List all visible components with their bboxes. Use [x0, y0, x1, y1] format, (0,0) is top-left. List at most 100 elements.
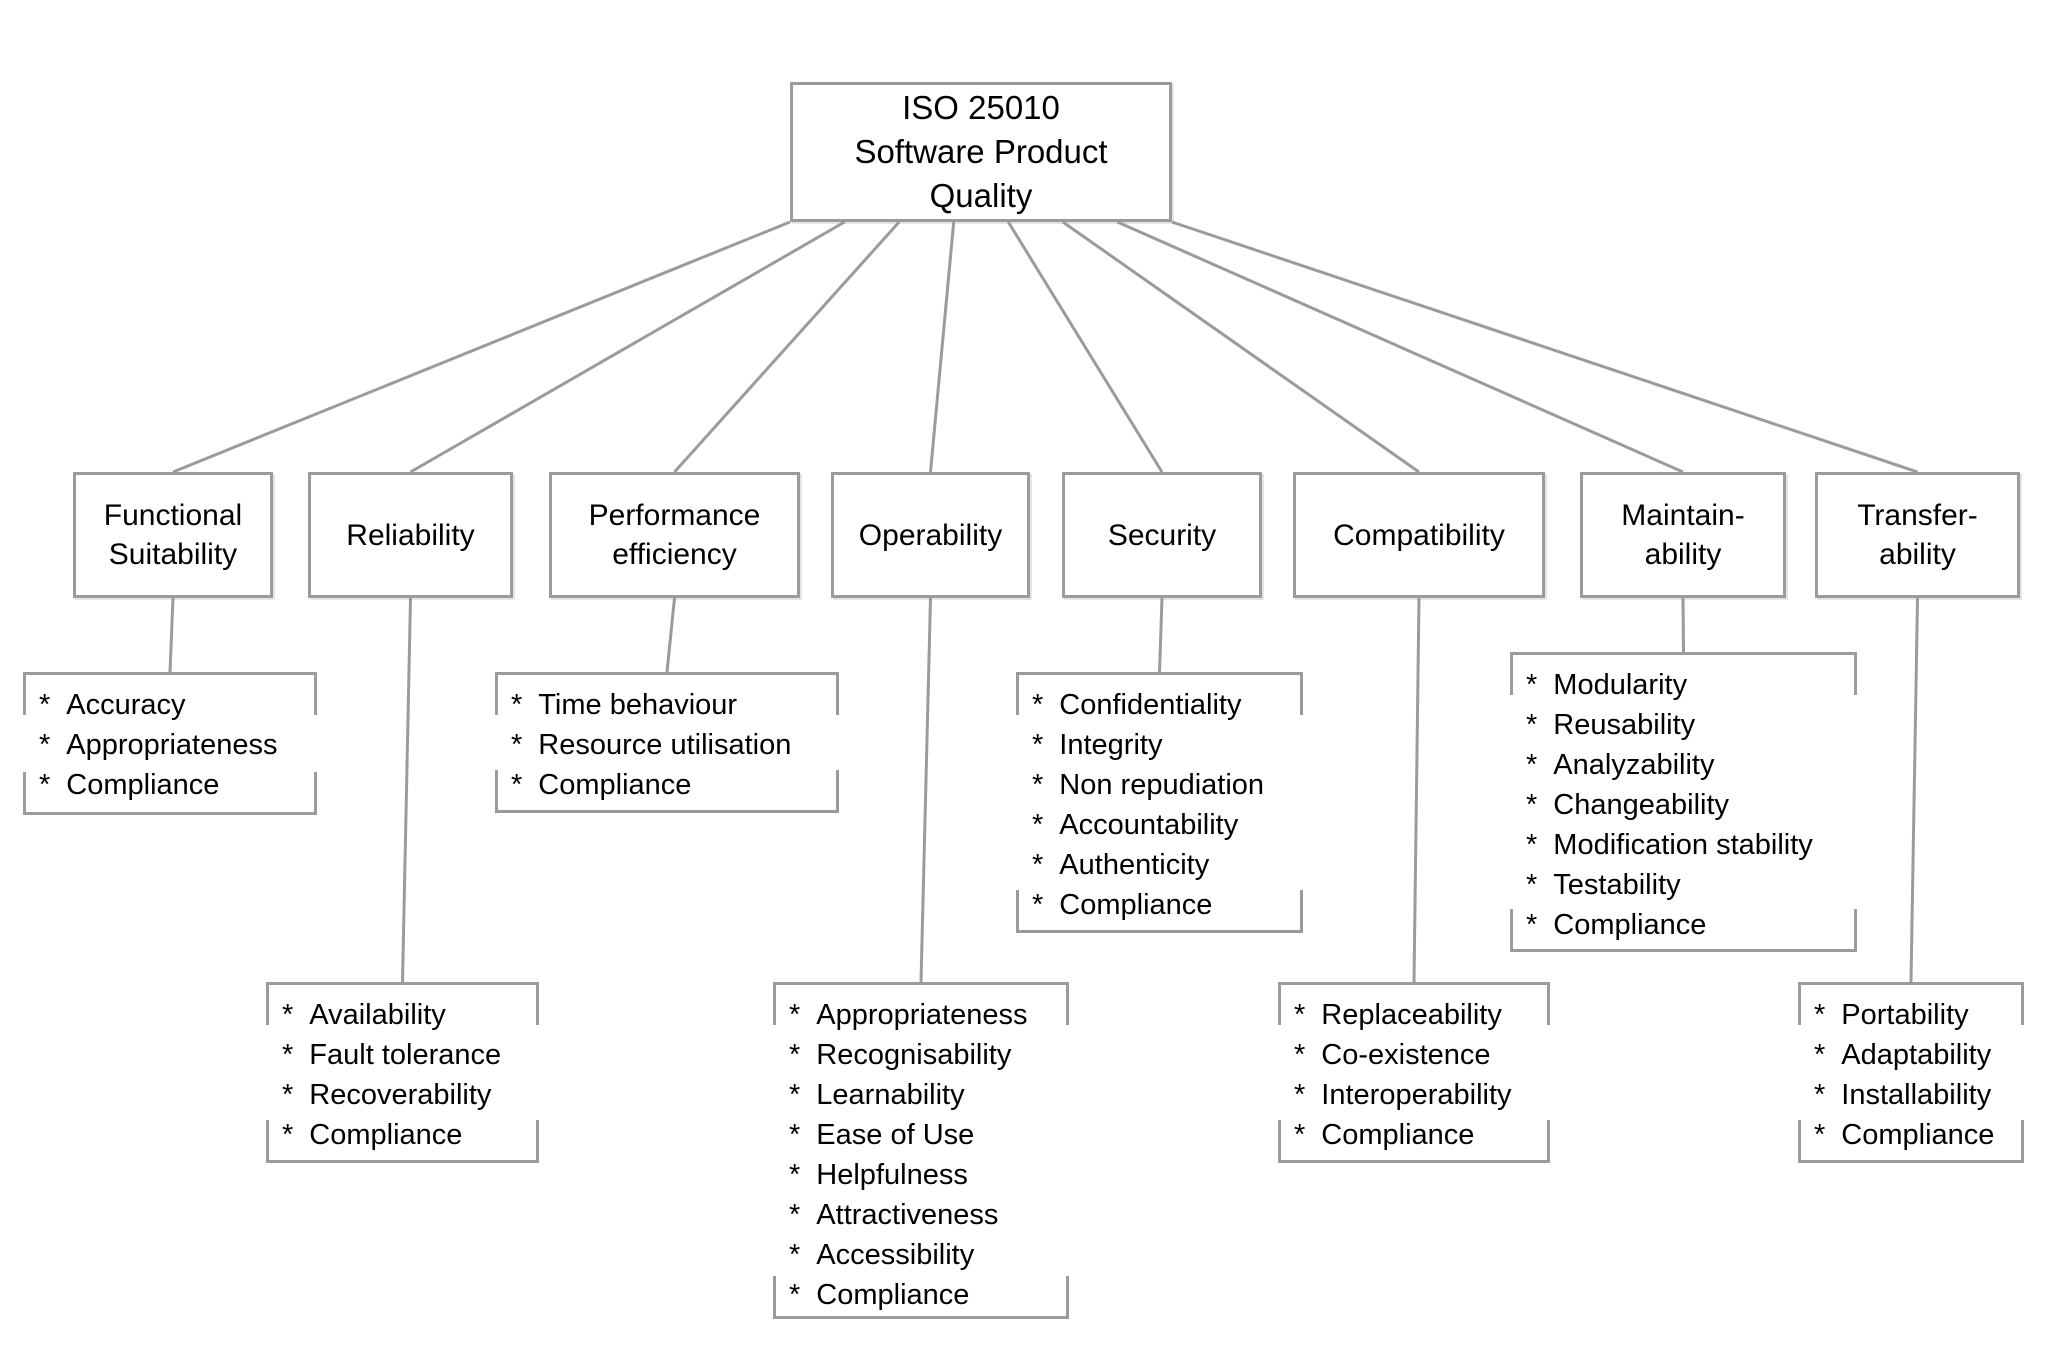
list-item-label: Compliance: [816, 1279, 970, 1311]
bullet-asterisk: *: [511, 729, 523, 761]
category-label: Reliability: [346, 518, 475, 552]
bullet-asterisk: *: [282, 999, 294, 1031]
list-item: *Compliance: [1032, 885, 1299, 925]
list-item: *Compliance: [511, 765, 835, 805]
bullet-asterisk: *: [789, 1239, 801, 1271]
list-item: * Compliance: [1526, 905, 1853, 945]
list-item-label: Compliance: [1553, 909, 1707, 941]
category-box-functional-suitability: Functional Suitability: [73, 472, 273, 598]
category-box-operability: Operability: [831, 472, 1030, 598]
list-item: * Time behaviour: [511, 685, 835, 725]
list-item-label: Co-existence: [1321, 1039, 1491, 1071]
bullet-asterisk: *: [511, 689, 523, 721]
subcharacteristics-list-reliability: *Availability*Fault tolerance*Recoverabi…: [266, 982, 539, 1163]
bullet-asterisk: *: [1814, 1119, 1826, 1151]
list-item: * Compliance: [789, 1275, 1065, 1315]
bullet-asterisk: *: [1814, 1039, 1826, 1071]
list-item: *Ease of Use: [789, 1115, 1065, 1155]
list-item-label: Learnability: [816, 1079, 965, 1111]
category-box-transferability: Transfer- ability: [1815, 472, 2020, 598]
bullet-asterisk: *: [282, 1039, 294, 1071]
subcharacteristics-list-maintainability: * Modularity * Reusability * Analyzability * Ch…: [1510, 652, 1857, 952]
bullet-asterisk: *: [511, 769, 523, 801]
list-item-label: Recoverability: [309, 1079, 492, 1111]
list-item-label: Reusability: [1553, 709, 1696, 741]
list-item: *Compliance: [282, 1115, 535, 1155]
list-item: * Testability: [1526, 865, 1853, 905]
bullet-asterisk: *: [1032, 849, 1044, 881]
list-item-label: Resource utilisation: [538, 729, 792, 761]
list-item: *Fault tolerance: [282, 1035, 535, 1075]
bullet-asterisk: *: [282, 1079, 294, 1111]
list-item-label: Recognisability: [816, 1039, 1012, 1071]
list-item: *Compliance: [1294, 1115, 1546, 1155]
list-item-label: Compliance: [66, 769, 220, 801]
list-item-label: Portability: [1841, 999, 1969, 1031]
bullet-asterisk: *: [789, 1159, 801, 1191]
list-item: * Changeability: [1526, 785, 1853, 825]
list-item: *Co-existence: [1294, 1035, 1546, 1075]
connector-line: [1909, 597, 1919, 983]
bullet-asterisk: *: [1032, 729, 1044, 761]
bullet-asterisk: *: [1526, 869, 1538, 901]
bullet-asterisk: *: [789, 1079, 801, 1111]
bullet-asterisk: *: [1526, 909, 1538, 941]
bullet-asterisk: *: [39, 769, 51, 801]
list-item-label: Analyzability: [1553, 749, 1715, 781]
connector-line: [172, 220, 791, 474]
bullet-asterisk: *: [1294, 1119, 1306, 1151]
subcharacteristics-list-transferability: *Portability*Adaptability*Installability…: [1798, 982, 2024, 1163]
list-item-label: Accessibility: [816, 1239, 975, 1271]
category-label: Maintain- ability: [1621, 499, 1745, 571]
bullet-asterisk: *: [1526, 709, 1538, 741]
list-item-label: Appropriateness: [816, 999, 1028, 1031]
bullet-asterisk: *: [1526, 789, 1538, 821]
list-item-label: Compliance: [1841, 1119, 1995, 1151]
category-box-performance-efficiency: Performance efficiency: [549, 472, 800, 598]
category-box-reliability: Reliability: [308, 472, 513, 598]
list-item-label: Attractiveness: [816, 1199, 999, 1231]
list-item: *Accuracy: [39, 685, 313, 725]
root-title: ISO 25010 Software Product Quality: [854, 89, 1108, 214]
subcharacteristics-list-security: *Confidentiality*Integrity*Non repudiati…: [1016, 672, 1303, 933]
category-box-maintainability: Maintain- ability: [1580, 472, 1786, 598]
list-item-label: Replaceability: [1321, 999, 1502, 1031]
list-item: *Recognisability: [789, 1035, 1065, 1075]
connector-line: [409, 220, 846, 474]
list-item: *Modification stability: [1526, 825, 1853, 865]
category-box-compatibility: Compatibility: [1293, 472, 1545, 598]
list-item: *Availability: [282, 995, 535, 1035]
category-label: Functional Suitability: [103, 499, 243, 571]
bullet-asterisk: *: [1526, 749, 1538, 781]
subcharacteristics-list-functional-suitability: *Accuracy*Appropriateness*Compliance: [23, 672, 317, 815]
bullet-asterisk: *: [1814, 999, 1826, 1031]
connector-line: [1007, 221, 1164, 473]
list-item-label: Authenticity: [1059, 849, 1210, 881]
bullet-asterisk: *: [1032, 689, 1044, 721]
connector-line: [1171, 220, 1918, 474]
list-item-label: Helpfulness: [816, 1159, 968, 1191]
list-item-label: Compliance: [309, 1119, 463, 1151]
list-item: * Authenticity: [1032, 845, 1299, 885]
connector-line: [1061, 220, 1420, 474]
category-box-security: Security: [1062, 472, 1262, 598]
list-item: *Interoperability: [1294, 1075, 1546, 1115]
list-item: * Non repudiation: [1032, 765, 1299, 805]
list-item-label: Modularity: [1553, 669, 1688, 701]
bullet-asterisk: *: [1814, 1079, 1826, 1111]
subcharacteristics-list-compatibility: * Replaceability *Co-existence*Interoperab…: [1278, 982, 1550, 1163]
bullet-asterisk: *: [1032, 769, 1044, 801]
list-item-label: Changeability: [1553, 789, 1730, 821]
bullet-asterisk: *: [789, 1279, 801, 1311]
list-item-label: Non repudiation: [1059, 769, 1265, 801]
list-item: * Portability: [1814, 995, 2020, 1035]
list-item: * Recoverability: [282, 1075, 535, 1115]
list-item-label: Adaptability: [1841, 1039, 1992, 1071]
connector-line: [919, 597, 932, 983]
list-item-label: Interoperability: [1321, 1079, 1512, 1111]
subcharacteristics-list-operability: *Appropriateness*Recognisability*Learnab…: [773, 982, 1069, 1319]
connector-line: [168, 597, 175, 673]
list-item-label: Testability: [1553, 869, 1681, 901]
list-item-label: Time behaviour: [538, 689, 738, 721]
